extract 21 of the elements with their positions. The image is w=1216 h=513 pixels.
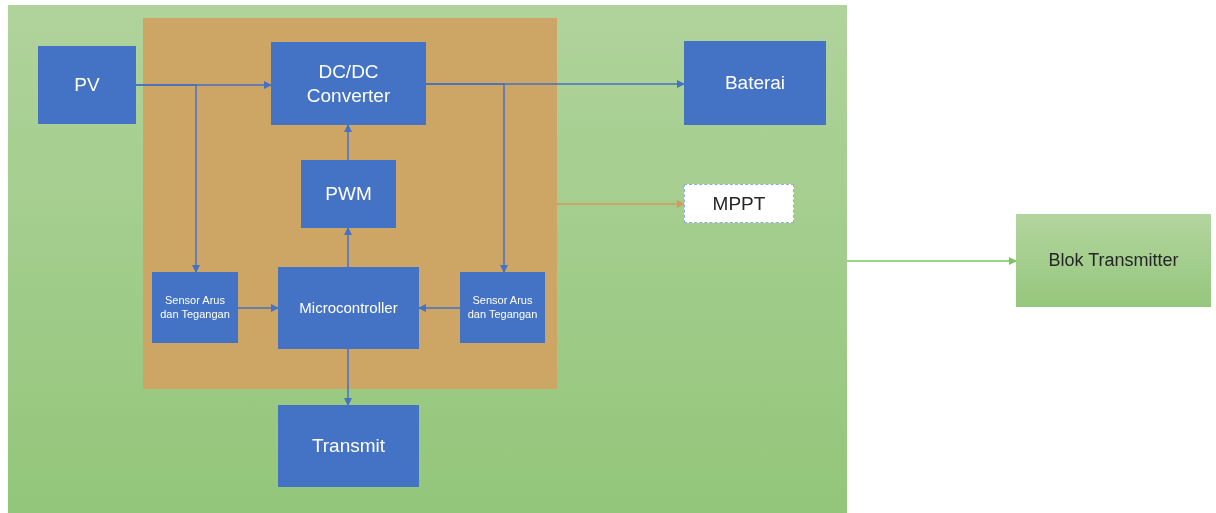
process-box: PWM <box>301 160 396 228</box>
arrow <box>344 124 352 161</box>
arrow <box>556 200 685 208</box>
arrow <box>425 83 508 273</box>
arrow <box>344 348 352 406</box>
process-box: Sensor Arus dan Tegangan <box>152 272 238 343</box>
process-box: Sensor Arus dan Tegangan <box>460 272 545 343</box>
process-box: Blok Transmitter <box>1016 214 1211 307</box>
process-box: Transmit <box>278 405 419 487</box>
process-box: PV <box>38 46 136 124</box>
arrow <box>344 227 352 268</box>
arrow <box>135 84 200 273</box>
process-box: Baterai <box>684 41 826 125</box>
mppt-panel <box>143 18 557 389</box>
system-panel <box>8 5 847 513</box>
arrow <box>418 304 461 312</box>
arrow <box>237 304 279 312</box>
process-box: Microcontroller <box>278 267 419 349</box>
process-box: MPPT <box>684 184 794 223</box>
process-box: DC/DC Converter <box>271 42 426 125</box>
arrow <box>846 257 1017 265</box>
